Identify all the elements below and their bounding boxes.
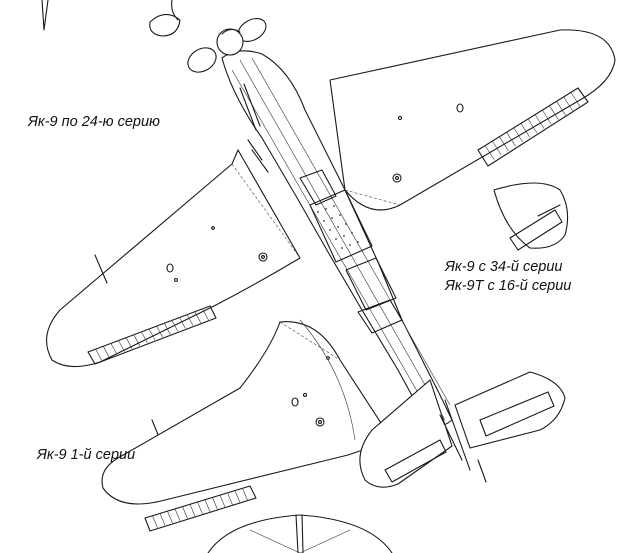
radiator-rivet xyxy=(343,235,345,237)
radiator-rivet xyxy=(325,208,327,210)
bottom-partial-disc xyxy=(207,514,393,553)
lower-wing-aileron xyxy=(144,485,257,532)
radiator-rivet xyxy=(323,220,325,222)
propeller xyxy=(187,17,267,73)
upper-wing-silhouette xyxy=(46,29,616,368)
upper-left-aileron xyxy=(87,305,217,365)
radiator-rivet xyxy=(339,214,341,216)
radiator-rivet xyxy=(345,223,347,225)
radiator-rivet xyxy=(357,241,359,243)
marker-holes xyxy=(166,103,464,427)
upper-right-aileron xyxy=(477,87,589,167)
label-yak9-series-1: Як-9 1-й серии xyxy=(36,447,135,463)
tailplane xyxy=(359,371,566,488)
radiator-rivet xyxy=(317,211,319,213)
fuselage-body xyxy=(221,50,453,428)
top-partial-elements xyxy=(41,0,181,37)
panel-lines xyxy=(231,163,401,361)
label-yak9-from-series-34: Як-9 с 34-й серии xyxy=(444,259,563,275)
radiator-rivet xyxy=(329,229,331,231)
radiator-rivet xyxy=(349,244,351,246)
label-yak9-up-to-series-24: Як-9 по 24-ю серию xyxy=(27,114,160,130)
radiator-rivet xyxy=(337,226,339,228)
radiator-rivet xyxy=(331,217,333,219)
wingtip-inset xyxy=(493,182,569,251)
radiator-rivet xyxy=(333,205,335,207)
label-yak9t-from-series-16: Як-9Т с 16-й серии xyxy=(444,278,571,294)
radiator-rivet xyxy=(351,232,353,234)
lower-wing-leading-arc xyxy=(299,319,356,441)
radiator-rivet xyxy=(335,238,337,240)
radiator-rivet xyxy=(341,247,343,249)
lower-wing-silhouette xyxy=(101,321,393,505)
